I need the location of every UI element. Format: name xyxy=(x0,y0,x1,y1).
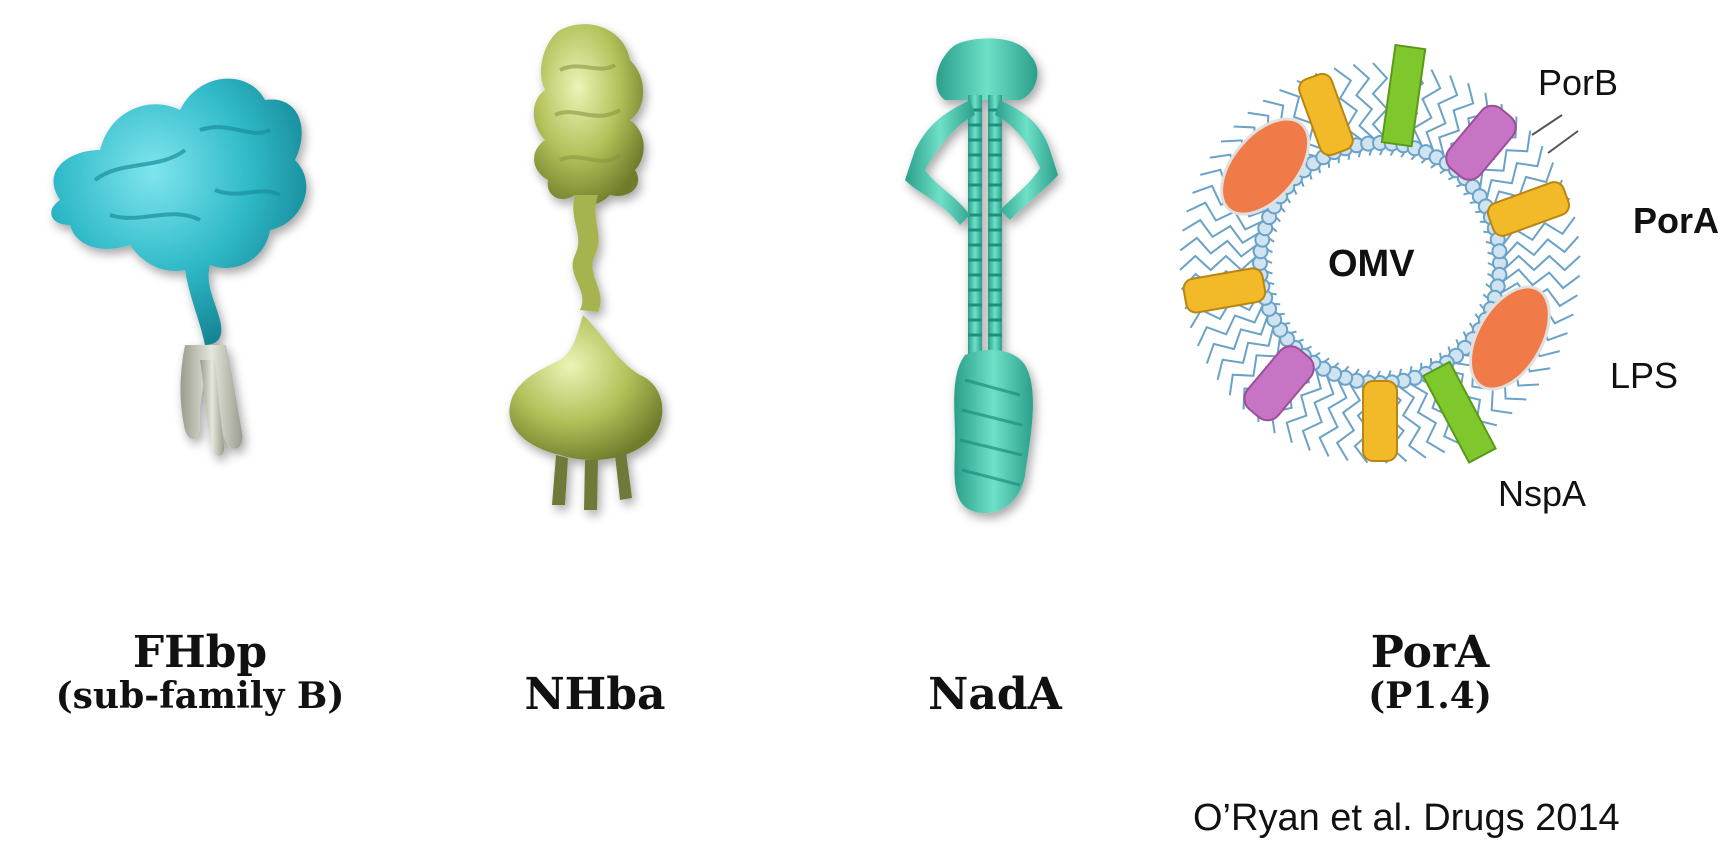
citation-text: O’Ryan et al. Drugs 2014 xyxy=(1193,797,1620,840)
lps-label: LPS xyxy=(1610,355,1678,397)
nspa-label: NspA xyxy=(1498,473,1586,515)
porb-leader xyxy=(1532,115,1578,153)
pora-caption: PorA (P1.4) xyxy=(1290,630,1570,716)
omv-center-label: OMV xyxy=(1328,243,1415,286)
nada-structure xyxy=(905,38,1058,513)
pora-subtitle: (P1.4) xyxy=(1290,676,1570,716)
nada-caption: NadA xyxy=(860,672,1130,718)
nhba-caption: NHba xyxy=(460,672,730,718)
lipid-head xyxy=(1492,244,1506,258)
fhbp-caption: FHbp (sub-family B) xyxy=(30,630,370,716)
fhbp-title: FHbp xyxy=(30,630,370,676)
nhba-structure xyxy=(509,24,662,510)
fhbp-structure xyxy=(51,79,306,456)
porb-label: PorB xyxy=(1538,62,1618,104)
pora-label: PorA xyxy=(1633,200,1719,242)
nhba-title: NHba xyxy=(460,672,730,718)
nada-title: NadA xyxy=(860,672,1130,718)
fhbp-subtitle: (sub-family B) xyxy=(30,676,370,716)
pora-title: PorA xyxy=(1290,630,1570,676)
